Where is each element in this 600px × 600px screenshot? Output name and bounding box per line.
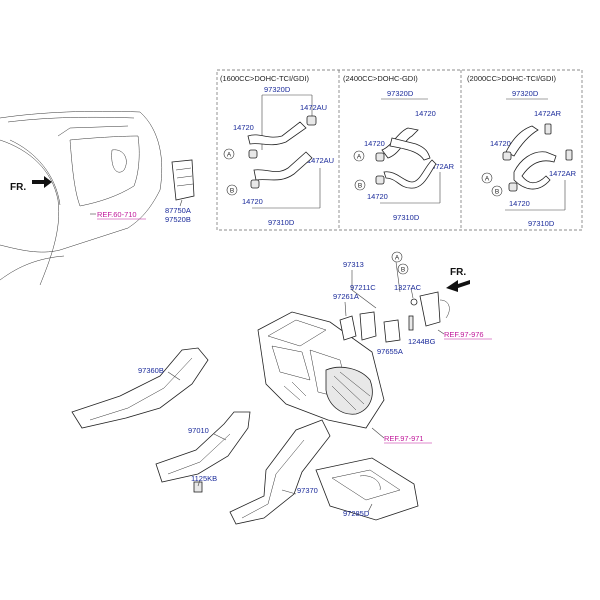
hose-clamp (375, 175, 385, 185)
ref-circle-a (481, 172, 493, 184)
front-arrow-icon (446, 280, 470, 292)
part-label-1472au: 1472AU (300, 103, 327, 112)
front-arrow-icon (32, 176, 52, 188)
part-label-14720: 14720 (242, 197, 263, 206)
part-label-87750a: 87750A (165, 206, 191, 215)
svg-text:A: A (395, 255, 400, 262)
screw-1125kb (193, 481, 203, 493)
part-label-14720: 14720 (509, 199, 530, 208)
part-label-14720: 14720 (367, 192, 388, 201)
variant-2400cc: (2400CC>DOHC-GDI) 97320D 14720 14720 147… (343, 74, 455, 222)
part-label-97310d: 97310D (268, 218, 295, 227)
hose-clamp (306, 115, 317, 126)
heater-hose-lower (253, 151, 313, 181)
floor-duct-rear (229, 419, 331, 525)
nut (410, 298, 418, 306)
ref-link-97-976[interactable]: REF.97-976 (444, 330, 484, 339)
variant-1600cc: (1600CC>DOHC-TCI/GDI) 97320D 1472AU 1472… (220, 74, 334, 227)
variant-2000cc: (2000CC>DOHC-TCI/GDI) 97320D 1472AR 1472… (467, 74, 577, 228)
variant-frame (216, 69, 583, 231)
part-label-14720: 14720 (415, 109, 436, 118)
part-label-14720: 14720 (233, 123, 254, 132)
bolt (408, 315, 414, 331)
part-label-14720: 14720 (364, 139, 385, 148)
svg-text:B: B (230, 188, 234, 195)
car-body-section: FR. REF.60-710 87750A 97520B (0, 111, 195, 286)
part-label-97313: 97313 (343, 260, 364, 269)
hose-clamp (508, 182, 518, 192)
part-label-1472ar: 1472AR (427, 162, 455, 171)
part-label-97261a: 97261A (333, 292, 359, 301)
ref-circle-b (397, 263, 409, 275)
floor-duct-center (155, 411, 251, 483)
part-label-97360b: 97360B (138, 366, 164, 375)
hose-clamp (248, 149, 258, 159)
variant-header: (1600CC>DOHC-TCI/GDI) (220, 74, 309, 83)
heater-hose-lower (513, 151, 557, 190)
ref-link-60-710[interactable]: REF.60-710 (97, 210, 137, 219)
svg-text:B: B (358, 183, 362, 190)
svg-text:A: A (357, 154, 362, 161)
part-label-97310d: 97310D (528, 219, 555, 228)
hvac-assembly-section: FR. (71, 251, 492, 525)
part-label-1472ar: 1472AR (549, 169, 577, 178)
hose-clamp (544, 123, 552, 135)
hose-clamp (565, 149, 573, 161)
part-label-1327ac: 1327AC (394, 283, 422, 292)
ref-circle-a (223, 148, 235, 160)
rear-duct-left (71, 347, 209, 429)
hose-clamp (250, 179, 260, 189)
part-label-97211c: 97211C (350, 283, 376, 292)
seal-pad (359, 311, 377, 341)
ref-circle-a (353, 150, 365, 162)
ref-link-97-971[interactable]: REF.97-971 (384, 434, 424, 443)
variant-header: (2000CC>DOHC-TCI/GDI) (467, 74, 556, 83)
heater-hose-upper (247, 121, 307, 146)
heater-hose-lower (383, 159, 437, 189)
svg-text:A: A (485, 176, 490, 183)
part-label-97520b: 97520B (165, 215, 191, 224)
part-label-1125kb: 1125KB (191, 474, 217, 483)
hose-clamp (502, 151, 512, 161)
part-label-97320d: 97320D (264, 85, 291, 94)
svg-text:B: B (495, 189, 499, 196)
part-label-1244bg: 1244BG (408, 337, 436, 346)
ref-circle-b (354, 179, 366, 191)
part-label-14720: 14720 (490, 139, 511, 148)
front-direction-label: FR. (10, 182, 26, 193)
seal-pad (339, 315, 357, 341)
part-label-97285d: 97285D (343, 509, 370, 518)
front-direction-label: FR. (450, 267, 466, 278)
ref-circle-b (226, 184, 238, 196)
part-label-97310d: 97310D (393, 213, 420, 222)
part-label-97370: 97370 (297, 486, 318, 495)
hose-clamp (375, 152, 385, 162)
ref-circle-b (491, 185, 503, 197)
part-label-97320d: 97320D (387, 89, 414, 98)
heater-hose-upper (389, 137, 431, 161)
svg-text:A: A (227, 152, 232, 159)
variant-header: (2400CC>DOHC-GDI) (343, 74, 418, 83)
heater-pipe-bracket (419, 291, 441, 327)
svg-text:B: B (401, 267, 405, 274)
ref-circle-a (391, 251, 403, 263)
seal-pad (383, 319, 401, 343)
part-label-97655a: 97655A (377, 347, 403, 356)
part-label-97010: 97010 (188, 426, 209, 435)
heater-hose-upper (505, 125, 539, 157)
part-label-97320d: 97320D (512, 89, 539, 98)
part-label-1472ar: 1472AR (534, 109, 562, 118)
part-label-1472au: 1472AU (307, 156, 334, 165)
vent-grille (171, 159, 195, 201)
hvac-cover (315, 457, 419, 521)
